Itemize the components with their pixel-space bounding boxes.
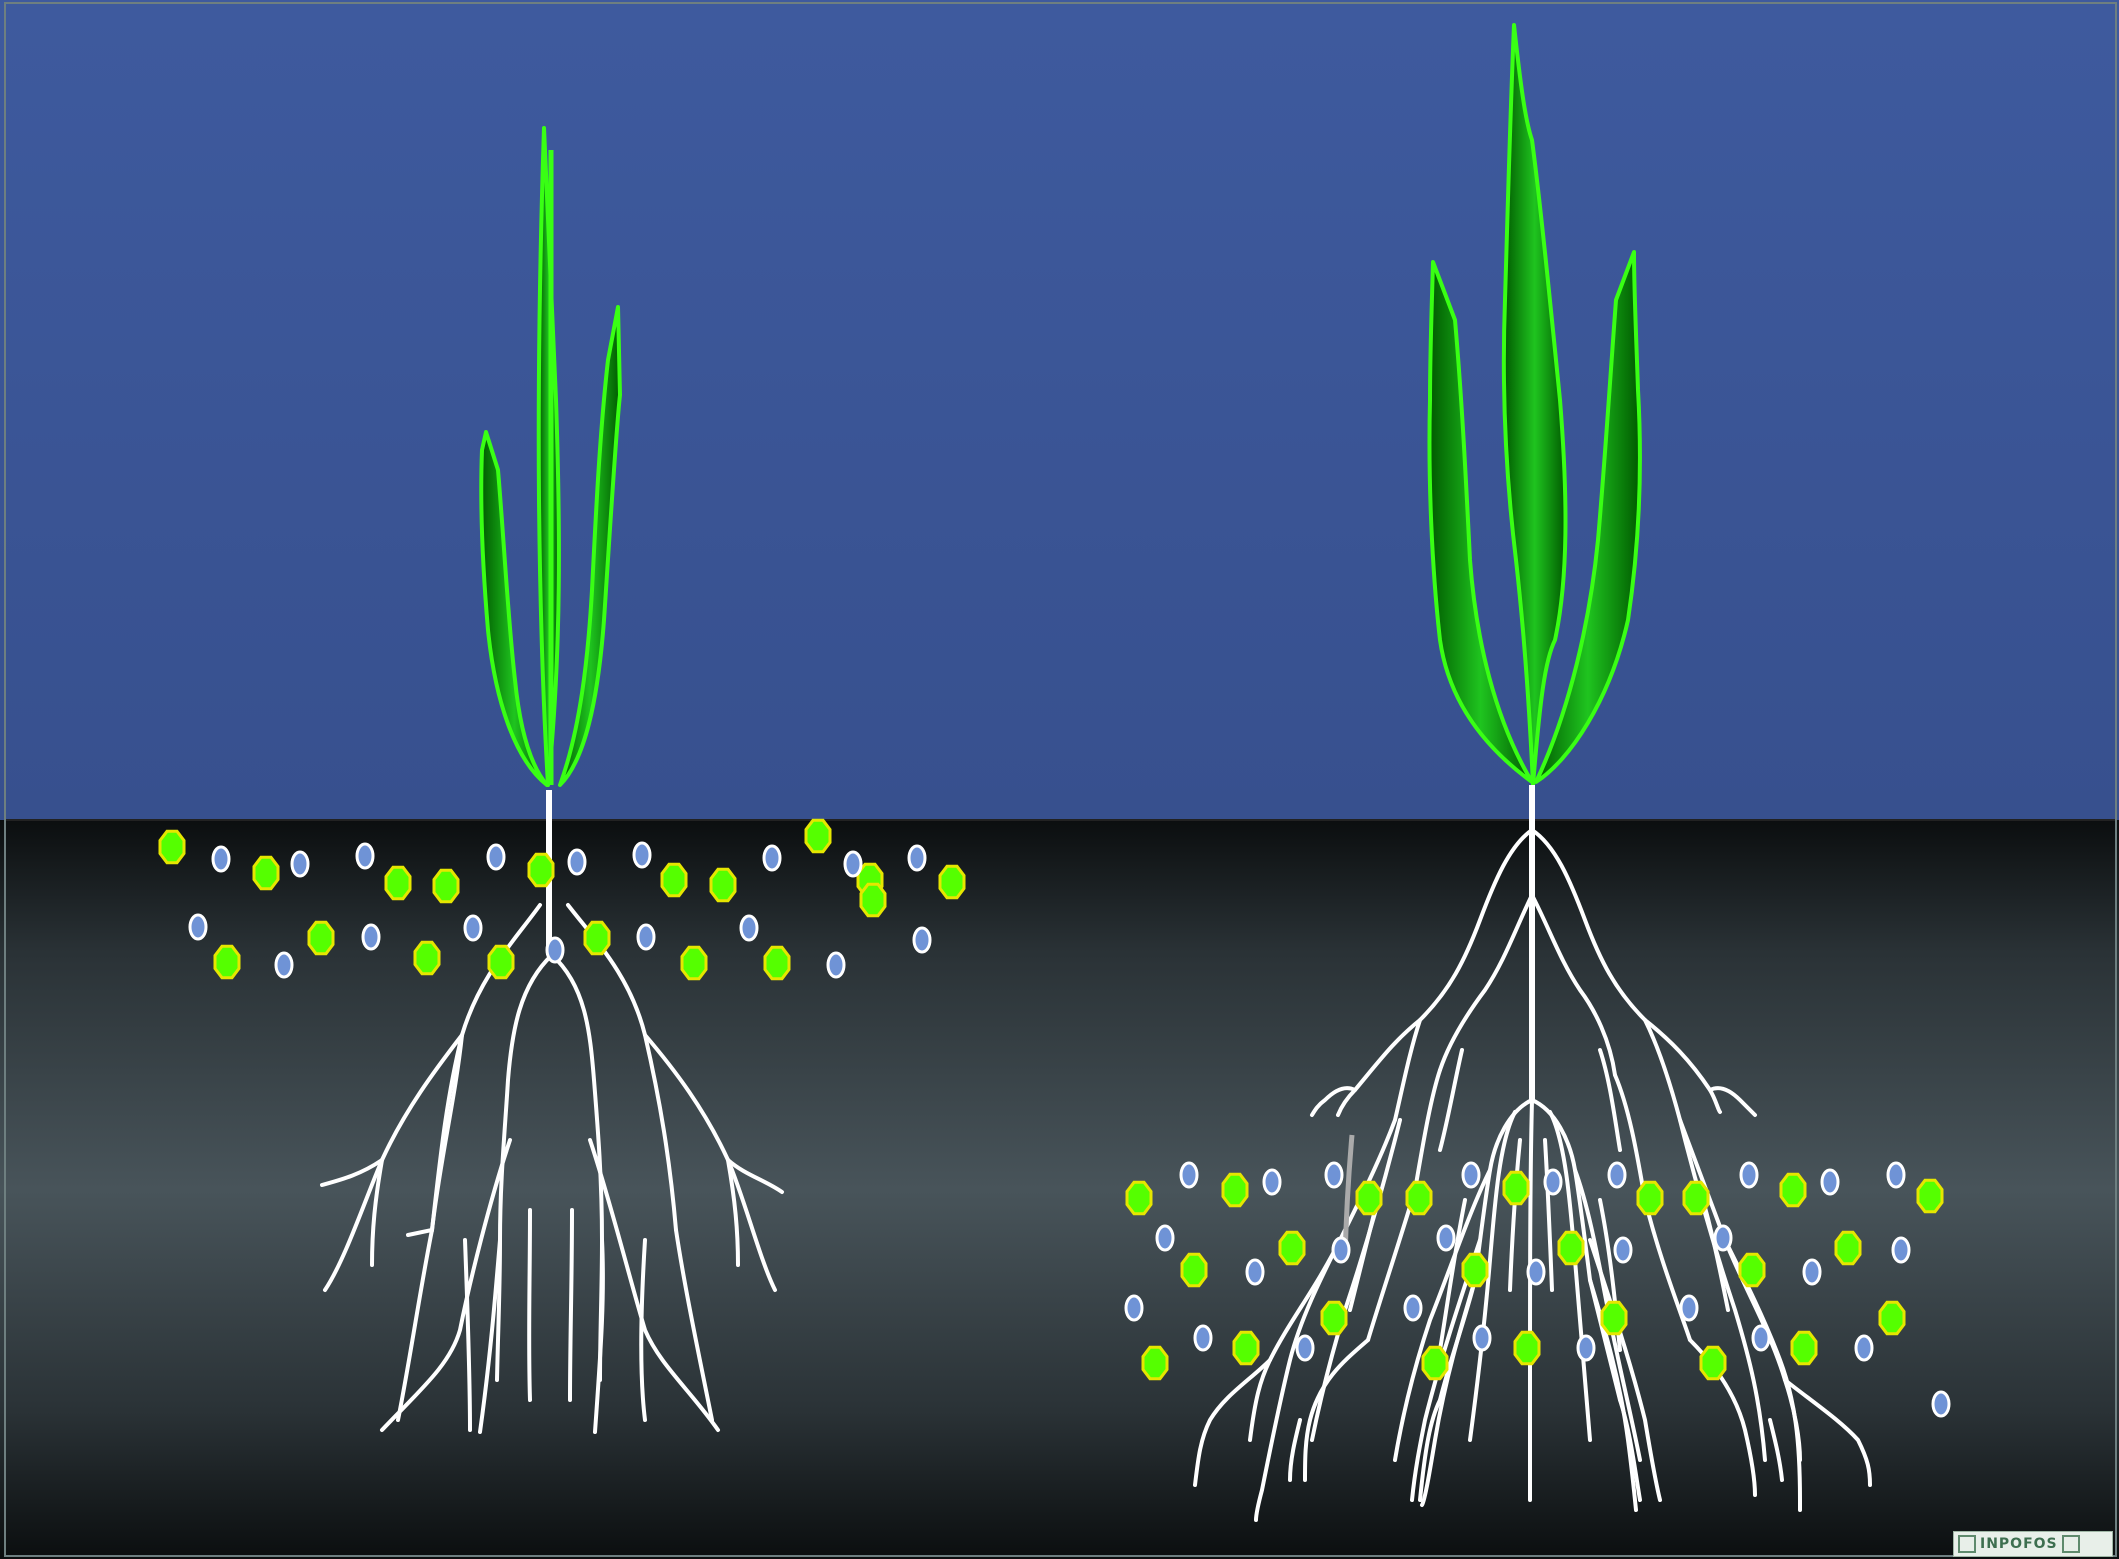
nutrient-blue-particle bbox=[1463, 1163, 1479, 1187]
nutrient-green-particle bbox=[662, 864, 686, 895]
nutrient-blue-particle bbox=[1933, 1392, 1949, 1416]
nutrient-blue-particle bbox=[638, 925, 654, 949]
nutrient-blue-particle bbox=[828, 953, 844, 977]
nutrient-blue-particle bbox=[1157, 1226, 1173, 1250]
nutrient-blue-particle bbox=[357, 844, 373, 868]
nutrient-green-particle bbox=[1701, 1347, 1725, 1378]
nutrient-green-particle bbox=[1504, 1172, 1528, 1203]
nutrient-green-particle bbox=[1880, 1302, 1904, 1333]
nutrient-green-particle bbox=[1423, 1347, 1447, 1378]
nutrient-blue-particle bbox=[190, 915, 206, 939]
nutrient-green-particle bbox=[1684, 1182, 1708, 1213]
nutrient-green-particle bbox=[254, 857, 278, 888]
nutrient-blue-particle bbox=[1264, 1170, 1280, 1194]
nutrient-blue-particle bbox=[914, 928, 930, 952]
nutrient-green-particle bbox=[1280, 1232, 1304, 1263]
nutrient-green-particle bbox=[1792, 1332, 1816, 1363]
nutrient-blue-particle bbox=[1126, 1296, 1142, 1320]
nutrient-blue-particle bbox=[1195, 1326, 1211, 1350]
nutrient-blue-particle bbox=[488, 845, 504, 869]
nutrient-green-particle bbox=[1143, 1347, 1167, 1378]
nutrient-green-particle bbox=[1223, 1174, 1247, 1205]
nutrient-green-particle bbox=[1638, 1182, 1662, 1213]
nutrient-green-particle bbox=[415, 942, 439, 973]
nutrient-blue-particle bbox=[1893, 1238, 1909, 1262]
nutrient-blue-particle bbox=[547, 938, 563, 962]
nutrient-green-particle bbox=[1127, 1182, 1151, 1213]
nutrient-green-particle bbox=[585, 922, 609, 953]
nutrient-blue-particle bbox=[1247, 1260, 1263, 1284]
nutrient-blue-particle bbox=[1822, 1170, 1838, 1194]
nutrient-blue-particle bbox=[845, 852, 861, 876]
nutrient-blue-particle bbox=[1181, 1163, 1197, 1187]
nutrient-green-particle bbox=[1781, 1174, 1805, 1205]
nutrient-green-particle bbox=[940, 866, 964, 897]
nutrient-green-particle bbox=[434, 870, 458, 901]
nutrient-blue-particle bbox=[1474, 1326, 1490, 1350]
nutrient-blue-particle bbox=[363, 925, 379, 949]
nutrient-green-particle bbox=[861, 884, 885, 915]
nutrient-green-particle bbox=[1234, 1332, 1258, 1363]
nutrient-green-particle bbox=[489, 946, 513, 977]
nutrient-green-particle bbox=[682, 947, 706, 978]
nutrient-green-particle bbox=[386, 867, 410, 898]
nutrient-green-particle bbox=[1407, 1182, 1431, 1213]
nutrient-green-particle bbox=[806, 820, 830, 851]
nutrient-green-particle bbox=[160, 831, 184, 862]
organization-logo: INPOFOS bbox=[1953, 1531, 2113, 1557]
nutrient-blue-particle bbox=[1405, 1296, 1421, 1320]
nutrient-blue-particle bbox=[1753, 1326, 1769, 1350]
nutrient-green-particle bbox=[529, 854, 553, 885]
nutrient-blue-particle bbox=[1681, 1296, 1697, 1320]
nutrient-green-particle bbox=[1463, 1254, 1487, 1285]
nutrient-green-particle bbox=[711, 869, 735, 900]
nutrient-green-particle bbox=[1515, 1332, 1539, 1363]
sky-area bbox=[0, 0, 2119, 820]
nutrient-blue-particle bbox=[1741, 1163, 1757, 1187]
nutrient-green-particle bbox=[765, 947, 789, 978]
nutrient-green-particle bbox=[1559, 1232, 1583, 1263]
nutrient-green-particle bbox=[1322, 1302, 1346, 1333]
nutrient-green-particle bbox=[215, 946, 239, 977]
nutrient-blue-particle bbox=[1578, 1336, 1594, 1360]
nutrient-blue-particle bbox=[213, 847, 229, 871]
nutrient-blue-particle bbox=[909, 846, 925, 870]
nutrient-blue-particle bbox=[1888, 1163, 1904, 1187]
nutrient-blue-particle bbox=[465, 916, 481, 940]
nutrient-blue-particle bbox=[634, 843, 650, 867]
nutrient-blue-particle bbox=[1545, 1170, 1561, 1194]
nutrient-blue-particle bbox=[1326, 1163, 1342, 1187]
nutrient-green-particle bbox=[309, 922, 333, 953]
nutrient-blue-particle bbox=[1804, 1260, 1820, 1284]
nutrient-green-particle bbox=[1602, 1302, 1626, 1333]
nutrient-blue-particle bbox=[1438, 1226, 1454, 1250]
nutrient-blue-particle bbox=[1856, 1336, 1872, 1360]
logo-square-icon bbox=[1958, 1535, 1976, 1553]
logo-square-icon-2 bbox=[2062, 1535, 2080, 1553]
nutrient-blue-particle bbox=[1609, 1163, 1625, 1187]
nutrient-blue-particle bbox=[569, 850, 585, 874]
nutrient-blue-particle bbox=[1333, 1238, 1349, 1262]
nutrient-green-particle bbox=[1357, 1182, 1381, 1213]
logo-text: INPOFOS bbox=[1980, 1536, 2058, 1552]
nutrient-blue-particle bbox=[741, 916, 757, 940]
nutrient-blue-particle bbox=[1528, 1260, 1544, 1284]
nutrient-blue-particle bbox=[292, 852, 308, 876]
nutrient-blue-particle bbox=[764, 846, 780, 870]
nutrient-green-particle bbox=[1182, 1254, 1206, 1285]
nutrient-blue-particle bbox=[1715, 1226, 1731, 1250]
nutrient-blue-particle bbox=[1615, 1238, 1631, 1262]
nutrient-green-particle bbox=[1740, 1254, 1764, 1285]
nutrient-blue-particle bbox=[1297, 1336, 1313, 1360]
nutrient-blue-particle bbox=[276, 953, 292, 977]
nutrient-green-particle bbox=[1836, 1232, 1860, 1263]
nutrient-green-particle bbox=[1918, 1180, 1942, 1211]
